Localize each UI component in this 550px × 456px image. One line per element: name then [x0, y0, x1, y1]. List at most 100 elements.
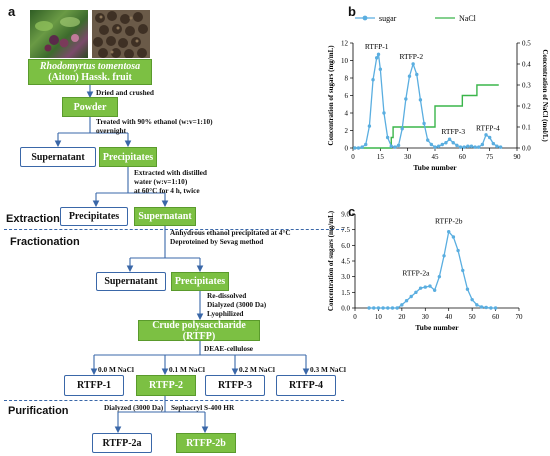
sugar-point — [429, 142, 434, 147]
supernatant-box-2: Supernatant — [134, 207, 196, 226]
sugar-point-c — [386, 306, 390, 310]
peak-annotation-b: RTFP-2 — [399, 52, 423, 61]
x-tick-label-b: 90 — [514, 153, 522, 161]
y-tick-label-c: 1.5 — [341, 289, 350, 297]
sugar-point — [367, 124, 372, 128]
stage-fractionation: Fractionation — [10, 236, 80, 248]
sugar-point — [389, 144, 393, 148]
y-tick-label-b: 10 — [341, 57, 349, 65]
sugar-point-c — [376, 306, 381, 310]
sugar-point — [458, 145, 463, 149]
step-redissolve-dialyze: Re-dissolved Dialyzed (3000 Da) Lyophili… — [207, 291, 267, 318]
sugar-point-c — [479, 305, 484, 309]
y-tick-label-b: 4 — [345, 110, 349, 118]
y-tick-label-c: 6.0 — [341, 242, 350, 250]
sugar-point — [415, 72, 419, 77]
sugar-point-c — [447, 230, 451, 234]
nacl-label-0-1: 0.1 M NaCl — [169, 365, 205, 374]
precipitates-box-3: Precipitates — [171, 272, 229, 291]
sugar-point — [396, 143, 401, 148]
x-axis-label-b: Tube number — [413, 163, 457, 172]
peak-annotation-b: RTFP-3 — [441, 127, 465, 136]
panel-a-letter: a — [8, 4, 16, 19]
step-deae-cellulose: DEAE-cellulose — [204, 344, 254, 353]
rtfp-1-box: RTFP-1 — [64, 375, 124, 396]
sugar-point — [364, 142, 368, 147]
y-tick-label-b: 2 — [345, 127, 349, 135]
sugar-point-c — [489, 306, 493, 310]
crude-polysaccharide-box: Crude polysaccharide (RTFP) — [138, 320, 260, 342]
sugar-point-c — [456, 248, 460, 253]
sugar-point — [422, 121, 426, 126]
x-tick-label-c: 20 — [398, 313, 406, 321]
sugar-point — [447, 137, 452, 141]
dried-fruit-illustration — [93, 11, 148, 59]
sugar-point — [436, 144, 441, 148]
powder-box: Powder — [62, 97, 118, 117]
sugar-point — [353, 146, 357, 150]
fractionation-divider — [4, 400, 344, 401]
rtfp-2b-box: RTFP-2b — [176, 433, 236, 453]
precipitates-box-2: Precipitates — [60, 207, 128, 226]
nacl-label-0-3: 0.3 M NaCl — [310, 365, 346, 374]
peak-annotation-b: RTFP-1 — [365, 42, 389, 51]
rtfp-2a-box: RTFP-2a — [92, 433, 152, 453]
peak-annotation-c: RTFP-2b — [435, 216, 463, 225]
sugar-point-c — [390, 306, 395, 310]
rtfp-4-box: RTFP-4 — [276, 375, 336, 396]
y-tick-label-b: 6 — [345, 92, 349, 100]
legend-nacl-label: NaCl — [459, 14, 477, 23]
sugar-point-c — [409, 294, 413, 299]
sugar-point-c — [404, 298, 409, 303]
source-species-name: Rhodomyrtus tomentosa — [39, 61, 141, 72]
x-tick-label-c: 70 — [516, 313, 524, 321]
x-tick-label-c: 10 — [375, 313, 383, 321]
sugar-point — [433, 145, 437, 149]
sugar-point — [371, 78, 375, 82]
sugar-point — [498, 145, 503, 149]
sugar-point — [411, 62, 415, 66]
sugar-point — [426, 138, 430, 142]
peak-annotation-b: RTFP-4 — [476, 124, 500, 133]
legend-sugar-marker — [362, 15, 368, 21]
y-right-tick-label-b: 0.1 — [522, 124, 531, 132]
sugar-point — [440, 142, 444, 147]
y-tick-label-b: 12 — [341, 40, 349, 48]
x-tick-label-b: 75 — [486, 153, 494, 161]
sugar-point — [376, 52, 381, 57]
sugar-point-c — [451, 235, 456, 239]
sugar-point-c — [423, 285, 427, 289]
step-water-extraction: Extracted with distilled water (w:v=1:10… — [134, 168, 207, 195]
sugar-point — [462, 145, 466, 149]
precipitates-box-1: Precipitates — [99, 147, 157, 167]
x-tick-label-b: 30 — [404, 153, 412, 161]
nacl-series-line — [353, 84, 499, 149]
x-tick-label-b: 0 — [351, 153, 355, 161]
flowchart-connectors — [54, 85, 310, 434]
sugar-point — [455, 143, 459, 148]
rtfp-2-box: RTFP-2 — [136, 375, 196, 396]
sugar-point-c — [428, 284, 432, 288]
y-tick-label-c: 3.0 — [341, 273, 350, 281]
stage-extraction: Extraction — [6, 213, 60, 225]
step-anhydrous-ethanol: Anhydrous ethanol precipitated at 4°C De… — [170, 228, 291, 246]
sugar-point-c — [418, 286, 423, 290]
fruit-plant-illustration — [35, 17, 80, 52]
sugar-point — [407, 74, 412, 78]
sugar-point — [400, 127, 404, 131]
x-tick-label-b: 15 — [377, 153, 385, 161]
sugar-series-line — [354, 52, 501, 149]
peak-annotation-c: RTFP-2a — [402, 269, 430, 278]
sugar-point — [477, 145, 481, 149]
extraction-divider — [4, 229, 344, 230]
y-tick-label-b: 0 — [345, 145, 349, 153]
panel-b-letter: b — [348, 4, 356, 19]
sugar-point-c — [442, 254, 446, 258]
sugar-point — [404, 97, 408, 101]
step-dried-crushed: Dried and crushed — [96, 88, 154, 97]
rtfp-3-box: RTFP-3 — [205, 375, 265, 396]
sugar-point-c — [475, 303, 479, 307]
sugar-point — [385, 135, 390, 140]
